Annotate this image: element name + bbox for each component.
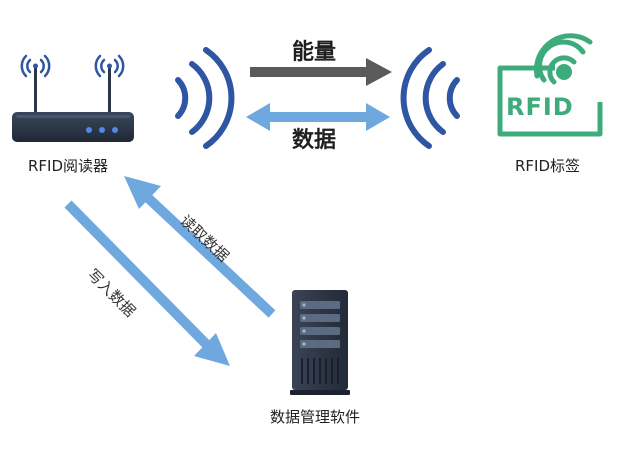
data-label: 数据 bbox=[292, 128, 337, 153]
write-data-arrow bbox=[64, 200, 230, 366]
tag-frame bbox=[497, 65, 603, 137]
tag-waves-icon bbox=[400, 47, 460, 149]
reader-antenna-signal-left-icon bbox=[20, 54, 51, 78]
data-arrow bbox=[246, 103, 390, 131]
reader-led-3 bbox=[112, 127, 118, 133]
software-label: 数据管理软件 bbox=[270, 408, 361, 426]
reader-led-2 bbox=[99, 127, 105, 133]
reader-antenna-left bbox=[34, 68, 37, 120]
reader-body bbox=[12, 112, 134, 142]
read-data-arrow bbox=[124, 176, 276, 318]
reader-label: RFID阅读器 bbox=[28, 157, 109, 175]
reader-device bbox=[12, 54, 134, 142]
tag-text: RFID bbox=[506, 93, 574, 121]
energy-arrow bbox=[250, 58, 392, 86]
tag-signal-icon bbox=[533, 33, 593, 85]
reader-antenna-signal-right-icon bbox=[94, 54, 125, 78]
reader-waves-icon bbox=[175, 47, 235, 149]
reader-antenna-right bbox=[108, 68, 111, 120]
rfid-tag bbox=[497, 33, 603, 137]
reader-led-1 bbox=[86, 127, 92, 133]
server-device bbox=[290, 290, 350, 395]
energy-label: 能量 bbox=[292, 40, 337, 65]
tag-label: RFID标签 bbox=[515, 157, 581, 175]
